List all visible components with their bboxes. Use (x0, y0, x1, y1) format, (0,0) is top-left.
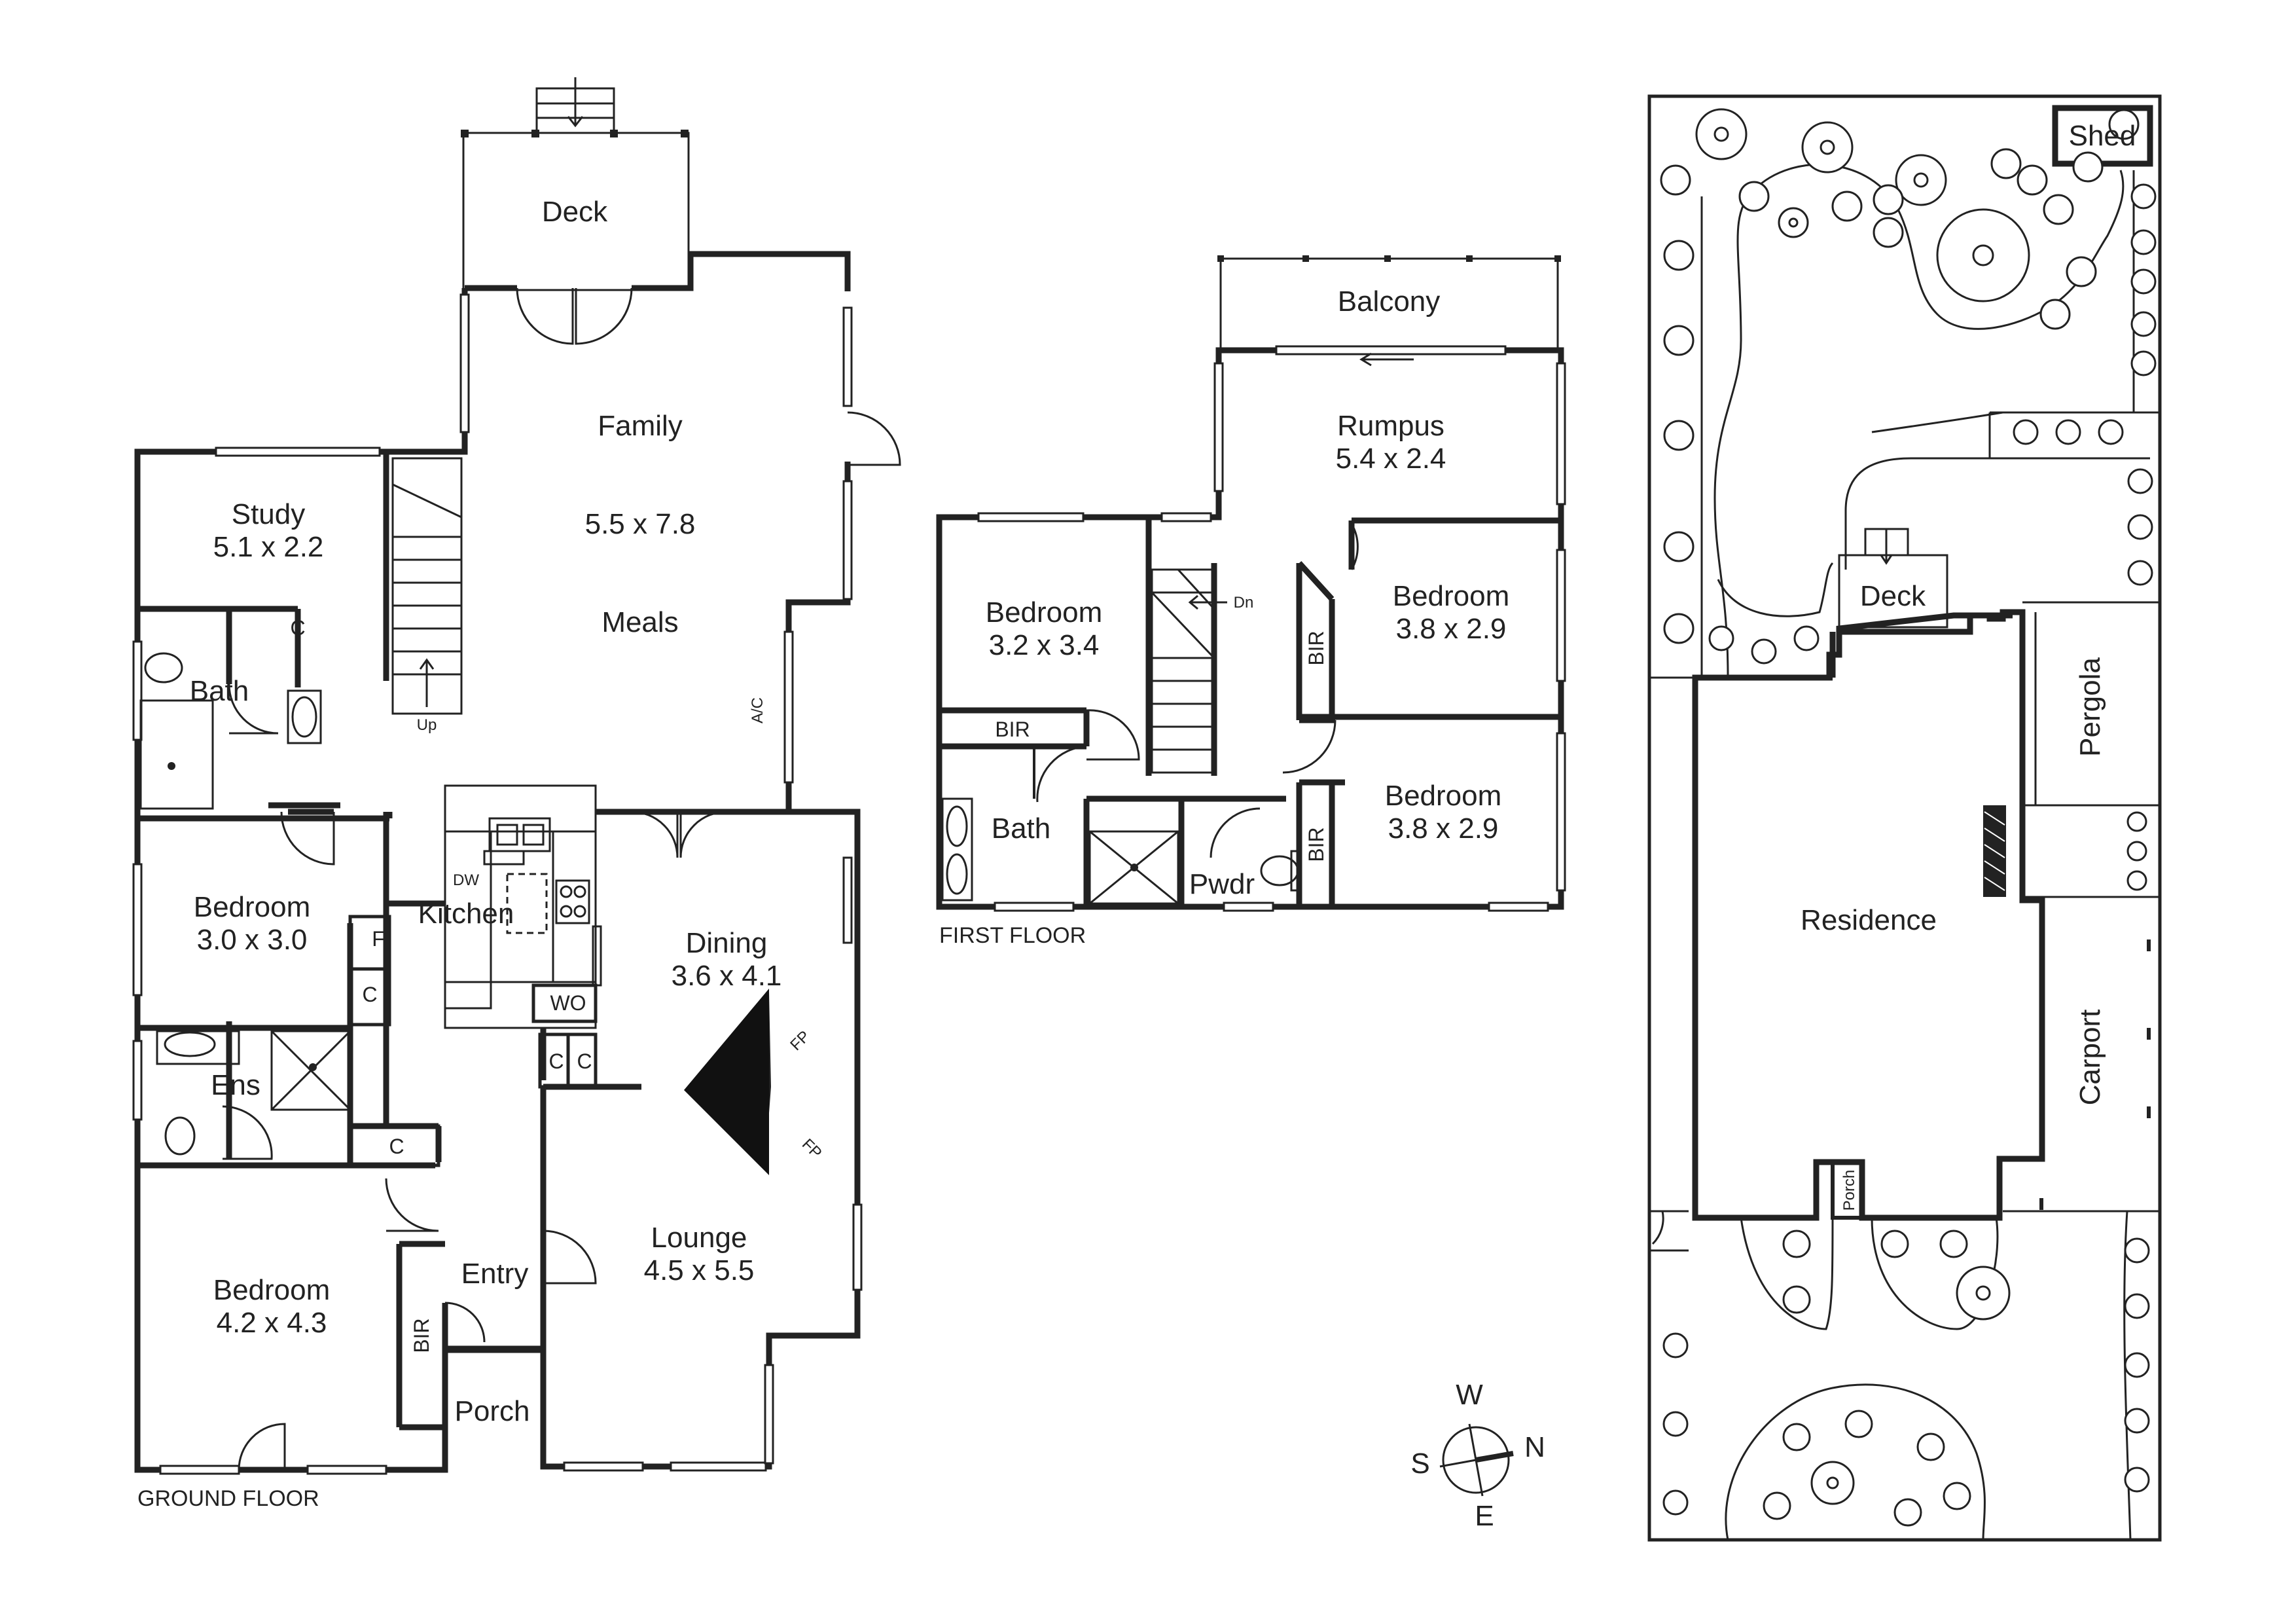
study-size: 5.1 x 2.2 (213, 531, 324, 563)
bedroom-a-size: 3.0 x 3.0 (197, 924, 308, 956)
rumpus-size: 5.4 x 2.4 (1336, 443, 1446, 475)
bir-label-bedroom-3: BIR (1304, 827, 1328, 862)
toilet-icon (144, 652, 183, 684)
ground-floor-windows (132, 293, 863, 1475)
dining-size: 3.6 x 4.1 (672, 960, 782, 992)
compass-s: S (1410, 1448, 1429, 1480)
ac-label: A/C (749, 697, 766, 723)
compass: W S N E (1410, 1379, 1545, 1532)
bedroom-3-size: 3.8 x 2.9 (1388, 812, 1499, 845)
ens-cupboard-label: C (389, 1135, 404, 1158)
ground-floor-stairs (391, 457, 463, 715)
cupboards (348, 915, 598, 1427)
ens-label: Ens (211, 1069, 260, 1101)
first-floor-labels: Balcony Rumpus 5.4 x 2.4 Bedroom 3.2 x 3… (939, 285, 1509, 948)
bedroom-2-label: Bedroom (1393, 580, 1510, 612)
rumpus-label: Rumpus (1337, 410, 1444, 442)
carport-label: Carport (2074, 1010, 2106, 1106)
first-floor-doors (1036, 523, 1359, 858)
site-plan-labels: Shed Deck Pergola Residence Carport Porc… (1801, 120, 2136, 1211)
bir-label-ground: BIR (410, 1318, 433, 1353)
fp-label-dining: FP (787, 1027, 814, 1054)
lounge-label: Lounge (651, 1222, 747, 1254)
bedroom-a-label: Bedroom (194, 891, 311, 923)
bir-label-bedroom-1: BIR (995, 718, 1030, 741)
family-label: Family (598, 410, 683, 442)
pwdr-label: Pwdr (1189, 868, 1255, 900)
bedroom-1-label: Bedroom (986, 596, 1103, 629)
stair-dn-label: Dn (1234, 594, 1254, 611)
tree-icon (1660, 108, 2157, 1527)
fridge-label: F (372, 927, 385, 951)
first-floor-caption: FIRST FLOOR (939, 923, 1086, 948)
site-boundary (1647, 94, 2162, 1542)
bath-label: Bath (190, 675, 249, 707)
fireplace (684, 989, 771, 1175)
pergola-label: Pergola (2074, 657, 2106, 757)
deck-label: Deck (542, 196, 608, 228)
bath-fixtures (139, 652, 351, 1156)
dw-label: DW (453, 871, 479, 889)
shower-icon-first (1088, 830, 1179, 905)
first-floor-plan: Balcony Rumpus 5.4 x 2.4 Bedroom 3.2 x 3… (936, 255, 1566, 948)
bedroom-b-label: Bedroom (213, 1274, 331, 1306)
family-size: 5.5 x 7.8 (585, 508, 696, 540)
ground-floor-plan: Deck Family 5.5 x 7.8 Meals A/C Study 5.… (132, 77, 901, 1511)
bath-tub-icon (941, 797, 973, 902)
bedroom-3-label: Bedroom (1385, 780, 1502, 812)
lounge-size: 4.5 x 5.5 (644, 1254, 755, 1286)
ground-floor-caption: GROUND FLOOR (137, 1486, 319, 1511)
basin-icon (291, 696, 317, 738)
first-floor-walls (936, 347, 1564, 910)
bedroom-1-size: 3.2 x 3.4 (989, 629, 1100, 661)
site-deck-label: Deck (1860, 580, 1926, 612)
deck-structure (461, 77, 690, 291)
site-trees (1660, 108, 2157, 1527)
first-floor-stairs (1151, 568, 1227, 774)
pwdr-toilet-icon (1260, 855, 1299, 886)
fp-label-lounge: FP (798, 1135, 825, 1162)
compass-e: E (1475, 1500, 1494, 1532)
hall-cupboard-2-label: C (577, 1049, 592, 1073)
kitchen-island (506, 873, 548, 934)
site-porch-outline (1831, 1160, 1864, 1220)
kitchen-label: Kitchen (418, 898, 514, 930)
shower-icon (139, 699, 214, 810)
bir-label-bedroom-2: BIR (1304, 630, 1328, 665)
first-floor-fixtures (941, 797, 1300, 905)
bedroom-b-size: 4.2 x 4.3 (217, 1307, 327, 1339)
site-porch-label: Porch (1840, 1170, 1858, 1211)
dining-label: Dining (686, 927, 768, 959)
ground-floor-walls (134, 251, 861, 1473)
ground-floor-doors (222, 287, 901, 1470)
sink-icon (488, 817, 551, 852)
site-plan: Shed Deck Pergola Residence Carport Porc… (1647, 94, 2162, 1542)
ground-floor-labels: Deck Family 5.5 x 7.8 Meals A/C Study 5.… (137, 196, 825, 1511)
entry-label: Entry (461, 1258, 529, 1290)
kitchen-fixtures (444, 784, 597, 1029)
compass-w: W (1456, 1379, 1483, 1411)
first-bath-label: Bath (992, 812, 1051, 845)
vanity-icon (156, 1030, 240, 1065)
meals-label: Meals (601, 606, 678, 638)
compass-n: N (1524, 1431, 1545, 1463)
ens-shower-icon (270, 1030, 351, 1111)
compass-icon (1442, 1426, 1510, 1494)
residence-label: Residence (1801, 904, 1937, 936)
stair-up-label: Up (417, 716, 437, 734)
hall-cupboard-1-label: C (548, 1049, 564, 1073)
first-floor-windows (977, 345, 1566, 912)
cooktop-icon (555, 879, 590, 924)
bedroom-a-cupboard-label: C (362, 983, 377, 1006)
bedroom-2-size: 3.8 x 2.9 (1396, 613, 1507, 645)
ens-toilet-icon (164, 1116, 196, 1156)
study-cupboard-label: C (290, 616, 305, 640)
shed-label: Shed (2069, 120, 2136, 152)
porch-label: Porch (455, 1395, 530, 1427)
study-label: Study (232, 498, 306, 530)
balcony-label: Balcony (1338, 285, 1441, 318)
wo-label: WO (550, 991, 586, 1015)
